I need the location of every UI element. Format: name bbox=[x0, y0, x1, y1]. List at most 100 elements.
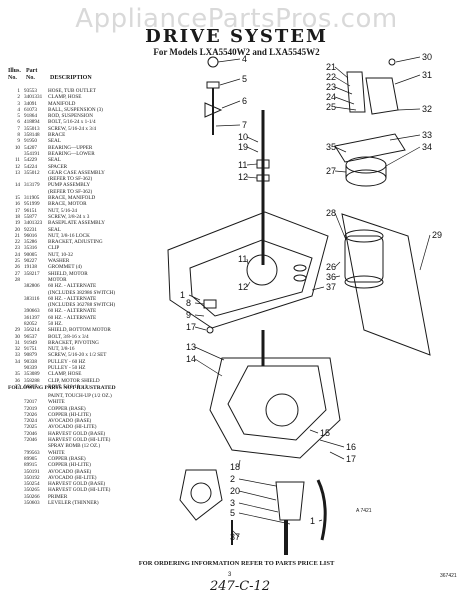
header-description: DESCRIPTION bbox=[50, 75, 92, 81]
footer-note: FOR ORDERING INFORMATION REFER TO PARTS … bbox=[138, 560, 335, 567]
parts-cell-n: 12 bbox=[14, 163, 20, 170]
parts-cell-d: NUT, 3/8-16 LOCK bbox=[48, 232, 90, 239]
parts-row: 390663 60 HZ. - ALTERNATE bbox=[8, 308, 168, 314]
paint-cell-p: 799563 bbox=[24, 449, 40, 456]
paint-row: SPRAY BOMB (12 OZ.) bbox=[8, 443, 168, 449]
parts-cell-p: 390663 bbox=[24, 308, 40, 315]
parts-row: (INCLUDES 382986 SWITCH) bbox=[8, 290, 168, 296]
parts-cell-d: HOSE, TUB OUTLET bbox=[48, 88, 96, 94]
parts-cell-d: BRACE, MANIFOLD bbox=[48, 195, 96, 202]
pump bbox=[179, 469, 223, 521]
parts-cell-d: 60 HZ. - ALTERNATE bbox=[48, 295, 97, 302]
callout-32: 32 bbox=[422, 104, 432, 114]
parts-cell-p: 356214 bbox=[24, 327, 40, 334]
parts-cell-d: BALL, SUSPENSION (3) bbox=[48, 106, 103, 113]
paint-cell-p: 350266 bbox=[24, 493, 40, 500]
parts-cell-d: GROMMET (4) bbox=[48, 264, 82, 271]
parts-cell-p: 358148 bbox=[24, 132, 40, 139]
leader-line bbox=[385, 146, 421, 167]
not-illustrated-heading: FOLLOWING PARTS NOT ILLUSTRATED bbox=[8, 385, 116, 391]
callout-12: 12 bbox=[238, 172, 248, 182]
paint-cell-p: 72019 bbox=[24, 405, 37, 412]
parts-cell-n: 14 bbox=[14, 182, 20, 189]
paint-cell-d: AVOCADO (BASE) bbox=[48, 468, 92, 475]
parts-cell-n: 1 bbox=[17, 88, 20, 94]
leader-line bbox=[329, 451, 345, 460]
callout-23: 23 bbox=[326, 82, 336, 92]
callout-14: 14 bbox=[186, 354, 196, 364]
callout-36: 36 bbox=[326, 272, 336, 282]
tub-outlet-hose bbox=[316, 479, 327, 541]
callout-31: 31 bbox=[422, 70, 432, 80]
parts-cell-d: BASEPLATE ASSEMBLY bbox=[48, 220, 105, 227]
parts-cell-p: 91864 bbox=[24, 113, 37, 120]
callout-19: 19 bbox=[238, 142, 248, 152]
baseplate bbox=[167, 211, 329, 329]
leader-line bbox=[319, 439, 345, 448]
leader-line bbox=[246, 163, 258, 166]
bracket-adjusting bbox=[346, 71, 366, 113]
parts-cell-d: BEARING—LOWER bbox=[48, 150, 95, 157]
parts-cell-d: 60 HZ. - ALTERNATE bbox=[48, 314, 97, 321]
parts-cell-n: 23 bbox=[14, 245, 20, 252]
parts-cell-p: 311905 bbox=[24, 195, 40, 202]
parts-cell-d: SCREW, 5/16-20 x 1/2 SET bbox=[48, 352, 107, 359]
parts-cell-n: 22 bbox=[14, 239, 20, 246]
parts-cell-n: 2 bbox=[17, 94, 20, 101]
leader-line bbox=[238, 512, 291, 525]
parts-cell-p: 35286 bbox=[24, 239, 37, 246]
leader-line bbox=[395, 56, 421, 63]
paint-cell-d: SPRAY BOMB (12 OZ.) bbox=[48, 443, 101, 450]
leader-line bbox=[215, 124, 241, 127]
parts-cell-d: PUMP ASSEMBLY bbox=[48, 182, 91, 189]
callout-37: 37 bbox=[230, 532, 240, 542]
parts-cell-p: 55877 bbox=[24, 213, 37, 220]
parts-cell-p: 35316 bbox=[24, 245, 37, 252]
parts-cell-d: PULLEY - 50 HZ bbox=[48, 365, 86, 372]
pulley-bottom bbox=[345, 169, 387, 187]
parts-cell-d: SCREW, 5/16-24 x 3/4 bbox=[48, 125, 96, 132]
manifold bbox=[275, 481, 305, 521]
leader-line bbox=[334, 146, 347, 153]
parts-cell-p: 54224 bbox=[24, 163, 37, 170]
parts-cell-n: 36 bbox=[14, 377, 20, 384]
paint-cell-d: PRIMER bbox=[48, 493, 68, 500]
leader-line bbox=[419, 234, 431, 271]
parts-cell-p: 355012 bbox=[24, 169, 40, 176]
paint-cell-p: 89915 bbox=[24, 462, 37, 469]
parts-cell-p: 951999 bbox=[24, 201, 40, 208]
callout-3: 3 bbox=[230, 498, 235, 508]
parts-cell-d: 60 HZ. - ALTERNATE bbox=[48, 308, 97, 315]
parts-cell-d: 50 HZ. bbox=[48, 320, 63, 327]
paint-cell-d: WHITE bbox=[48, 449, 65, 456]
leader-line bbox=[188, 294, 201, 301]
callout-37: 37 bbox=[326, 282, 336, 292]
leader-line bbox=[194, 326, 207, 331]
leader-line bbox=[219, 78, 241, 86]
leader-line bbox=[246, 281, 251, 288]
callout-35: 35 bbox=[326, 142, 336, 152]
parts-cell-n: 18 bbox=[14, 213, 20, 220]
